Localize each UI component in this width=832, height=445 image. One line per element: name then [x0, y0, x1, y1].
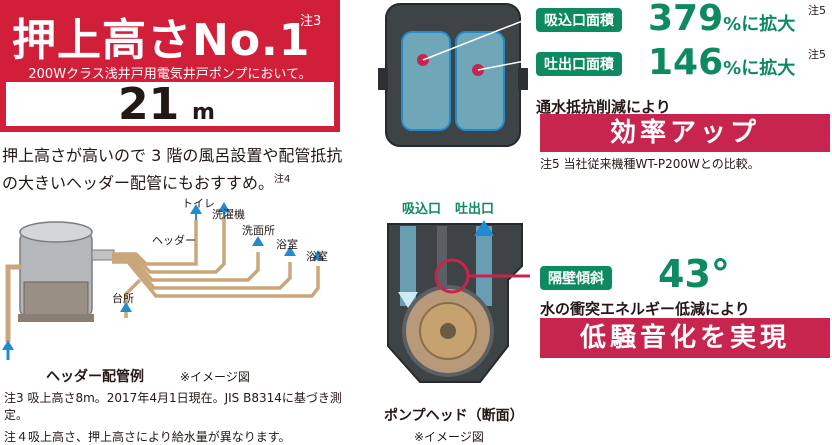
label-toilet: トイレ: [182, 197, 215, 210]
footnote-3: 注3 吸上高さ8m。2017年4月1日現在。JIS B8314に基づき測定。: [4, 391, 342, 422]
collision-energy-text: 水の衝突エネルギー低減により: [540, 300, 750, 318]
label-bath-1: 浴室: [276, 238, 298, 251]
well-pump-icon: [18, 221, 115, 322]
footnote-4: 注４吸上高さ、押上高さにより給水量が異なります。: [4, 430, 291, 444]
outlet-area-value: 146%に拡大: [648, 42, 795, 83]
label-bath-2: 浴室: [306, 250, 328, 263]
efficiency-banner: 効率アップ: [540, 114, 830, 152]
label-washer: 洗濯機: [212, 208, 245, 221]
description-note: 注4: [274, 174, 291, 185]
label-header: ヘッダー: [152, 234, 196, 247]
badge-subtitle: 200Wクラス浅井戸用電気井戸ポンプにおいて。: [28, 67, 312, 82]
intake-value: 379: [648, 0, 724, 39]
push-height-value: 21: [118, 79, 180, 130]
outlet-port-label: 吐出口: [455, 202, 495, 217]
caption-header-piping-note: ※イメージ図: [180, 370, 250, 384]
wall-tilt-angle: 43°: [658, 252, 730, 296]
pump-head-section-illustration: [387, 220, 530, 383]
label-kitchen: 台所: [112, 292, 134, 305]
flow-resistance-text: 通水抵抗削減により: [536, 98, 671, 116]
push-height-unit: m: [192, 100, 215, 125]
badge-title: 押上高さNo.1: [12, 15, 311, 66]
label-sink: 洗面所: [242, 224, 275, 237]
intake-suffix: %に拡大: [723, 14, 796, 35]
badge-note: 注3: [300, 14, 322, 29]
badge-value-box: [6, 82, 334, 126]
wall-tilt-tag: 隔壁傾斜: [540, 266, 612, 290]
intake-port-label: 吸込口: [402, 202, 442, 217]
intake-note: 注5: [808, 4, 826, 17]
outlet-value: 146: [648, 42, 724, 83]
header-piping-illustration: [2, 202, 324, 360]
outlet-area-tag: 吐出口面積: [536, 52, 622, 76]
caption-header-piping: ヘッダー配管例: [46, 369, 144, 385]
intake-area-tag: 吸込口面積: [536, 8, 622, 32]
outlet-note: 注5: [808, 48, 826, 61]
caption-pump-head: ポンプヘッド（断面）: [384, 408, 524, 424]
low-noise-banner: 低騒音化を実現: [540, 318, 830, 358]
caption-pump-head-note: ※イメージ図: [414, 430, 484, 444]
intake-area-value: 379%に拡大: [648, 0, 795, 39]
pump-port-illustration: [378, 3, 528, 147]
outlet-suffix: %に拡大: [723, 58, 796, 79]
description-text: 押上高さが高いので 3 階の風呂設置や配管抵抗の大きいヘッダー配管にもおすすめ。: [2, 146, 343, 193]
description: 押上高さが高いので 3 階の風呂設置や配管抵抗の大きいヘッダー配管にもおすすめ。…: [2, 144, 354, 195]
footnote-5: 注5 当社従来機種WT-P200Wとの比較。: [540, 157, 760, 171]
